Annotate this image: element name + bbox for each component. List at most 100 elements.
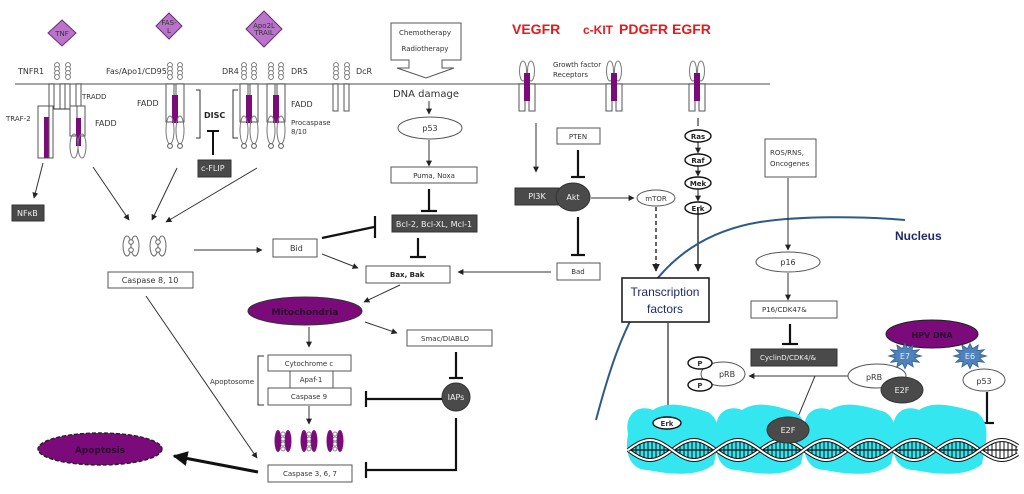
svg-text:E2F: E2F: [781, 426, 796, 435]
bid-box: Bid: [272, 238, 318, 258]
pten-box: PTEN: [556, 127, 601, 145]
nfkb-box: NFκB: [11, 204, 45, 222]
svg-text:DISC: DISC: [204, 111, 225, 120]
e6-shape: [952, 342, 988, 370]
svg-text:FAS-: FAS-: [161, 19, 177, 27]
chromatin-dna: [626, 404, 1020, 474]
node-raf-label: Raf: [691, 157, 705, 165]
apoptosis-node: Apoptosis: [37, 432, 163, 466]
phospho-prb: pRB P P: [687, 356, 746, 392]
growth-factor-label: Growth factor: [553, 61, 601, 69]
receptor-tnfr1: TNFR1 TRADD TRAF-2 FADD: [5, 63, 117, 159]
svg-text:TNFR1: TNFR1: [17, 67, 44, 76]
pi3k-box: PI3K: [514, 187, 560, 206]
executioner-caspases: [274, 430, 344, 452]
caspase-bead: [306, 446, 312, 452]
caspase-bead: [306, 436, 312, 442]
caspase-subunit: [310, 430, 318, 452]
rtk-kinase-domain: [611, 73, 617, 101]
svg-text:P: P: [697, 360, 702, 368]
transcription-factors-box: Transcription factors: [621, 277, 710, 323]
p16-node: p16: [755, 251, 821, 273]
svg-text:Caspase 9: Caspase 9: [291, 393, 327, 401]
caspase-bead: [332, 431, 338, 437]
node-ras-label: Ras: [691, 133, 705, 141]
caspase-subunit: [300, 430, 308, 452]
svg-text:Fas/Apo1/CD95: Fas/Apo1/CD95: [106, 67, 167, 76]
svg-text:8/10: 8/10: [291, 128, 307, 136]
svg-text:TNF: TNF: [54, 30, 69, 38]
receptor-fas: Fas/Apo1/CD95 FADD: [106, 63, 185, 149]
rtk-kinase-domain: [524, 73, 530, 101]
svg-text:Radiotherapy: Radiotherapy: [402, 45, 449, 53]
nuclear-envelope: [595, 216, 906, 421]
prb-e2f-complex: pRB E2F: [847, 363, 924, 404]
dna-damage-label: DNA damage: [393, 89, 459, 100]
e7-label: E7: [900, 352, 910, 361]
svg-text:DR4: DR4: [222, 67, 239, 76]
rtk-ligand-domain: [614, 60, 622, 82]
svg-text:Bid: Bid: [290, 244, 303, 253]
node-mek-label: Mek: [690, 180, 707, 188]
svg-text:factors: factors: [647, 302, 683, 316]
bax-bak-box: Bax, Bak: [365, 265, 451, 284]
e7-shape: [887, 342, 923, 370]
e6-label: E6: [965, 352, 975, 361]
iaps-node: IAPs: [441, 382, 471, 412]
svg-text:Apoptosome: Apoptosome: [210, 378, 254, 386]
rtk-ligand-domain: [689, 60, 697, 82]
rtk-ligand-domain: [697, 60, 705, 82]
svg-text:c-FLIP: c-FLIP: [201, 164, 225, 173]
caspase-bead: [280, 436, 286, 442]
svg-text:ROS/RNS,: ROS/RNS,: [770, 149, 804, 157]
rtk-receptors: [518, 60, 706, 112]
bcl2-box: Bcl-2, Bcl-XL, Mcl-1: [391, 214, 478, 233]
svg-text:mTOR: mTOR: [645, 195, 667, 203]
svg-text:HPV DNA: HPV DNA: [911, 331, 953, 340]
rtk-ligand-domain: [527, 60, 535, 82]
p16-cdk-box: P16/CDK47&: [750, 300, 838, 319]
svg-text:Chemotherapy: Chemotherapy: [399, 29, 451, 37]
svg-text:p16: p16: [780, 258, 795, 267]
svg-text:Caspase 8, 10: Caspase 8, 10: [122, 276, 179, 285]
e6-oncoprotein: E6: [952, 342, 988, 370]
smac-diablo-box: Smac/DIABLO: [406, 329, 493, 347]
svg-text:p53: p53: [976, 377, 991, 386]
svg-text:Apo2L: Apo2L: [253, 22, 275, 30]
receptor-dr4-dr5: DR4 DR5 FADD Procaspase 8/10: [222, 63, 331, 149]
caspase-3-6-7-box: Caspase 3, 6, 7: [267, 464, 353, 483]
ligand-fas-l: FAS- L: [155, 12, 183, 40]
label-egfr: EGFR: [672, 21, 711, 37]
ros-oncogenes-box: ROS/RNS, Oncogenes: [764, 138, 817, 178]
svg-text:IAPs: IAPs: [448, 393, 465, 402]
caspase-8-complex: [122, 235, 167, 257]
svg-text:Caspase 3, 6, 7: Caspase 3, 6, 7: [283, 470, 337, 478]
rtk-ligand-domain: [606, 60, 614, 82]
svg-text:P: P: [697, 382, 702, 390]
caspase-bead: [332, 436, 338, 442]
svg-text:TRADD: TRADD: [81, 93, 106, 101]
hpv-dna: HPV DNA: [885, 319, 979, 349]
caspase-bead: [306, 441, 312, 447]
nucleosome: [803, 404, 896, 474]
p53-nuclear: p53: [962, 368, 1006, 392]
receptor-dcr: DcR: [332, 63, 373, 112]
caspase-bead: [280, 441, 286, 447]
svg-text:TRAIL: TRAIL: [253, 29, 274, 37]
svg-text:DcR: DcR: [356, 67, 373, 76]
erk-on-dna: Erk: [652, 416, 682, 430]
nucleus-label: Nucleus: [895, 229, 942, 243]
svg-text:Cytochrome c: Cytochrome c: [285, 360, 334, 368]
svg-text:Apoptosis: Apoptosis: [75, 446, 125, 456]
caspase-subunit: [326, 430, 334, 452]
label-vegfr: VEGFR: [512, 21, 560, 37]
svg-text:Bax, Bak: Bax, Bak: [390, 271, 425, 279]
p53-node: p53: [397, 116, 463, 140]
ligand-tnf: TNF: [47, 19, 77, 47]
svg-text:PTEN: PTEN: [569, 133, 587, 141]
chemo-radio-callout: Chemotherapy Radiotherapy: [390, 22, 462, 79]
cyclind-cdk4-box: CyclinD/CDK4/&: [750, 348, 838, 367]
rtk-ligand-domain: [519, 60, 527, 82]
svg-text:NFκB: NFκB: [17, 209, 38, 218]
